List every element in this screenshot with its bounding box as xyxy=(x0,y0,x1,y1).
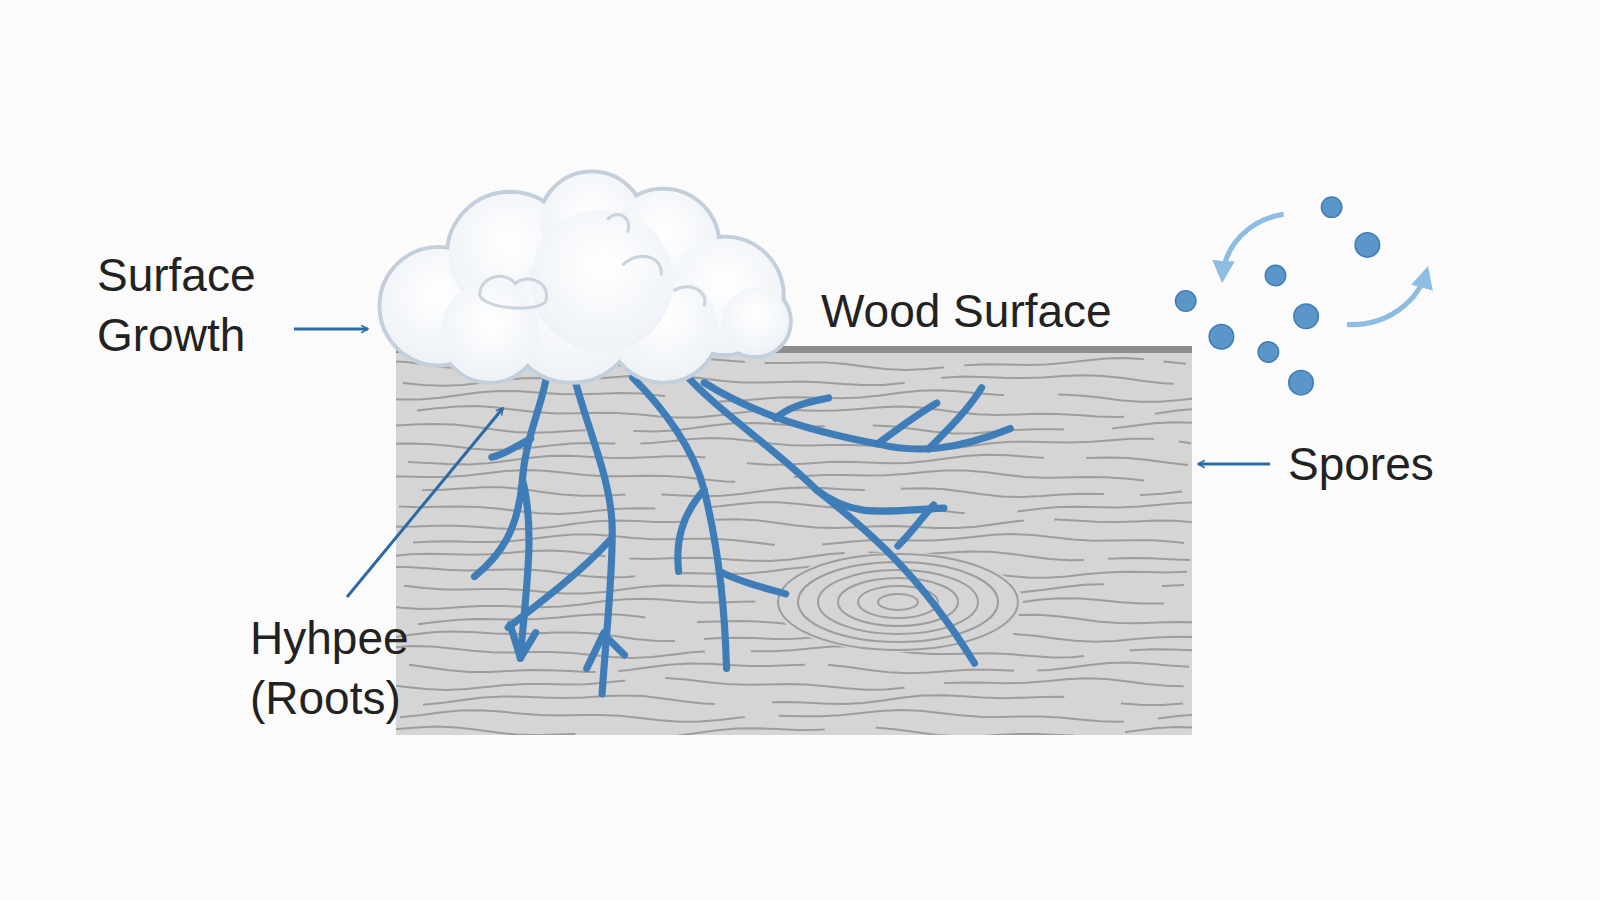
grain-line xyxy=(400,710,1192,722)
grain-line xyxy=(422,487,1182,497)
part-label: Spores xyxy=(1288,434,1488,494)
wood-block xyxy=(396,349,1192,735)
knot-ring xyxy=(818,570,978,634)
grain-line xyxy=(409,663,1189,674)
grain-line xyxy=(423,695,1183,705)
leader-lines xyxy=(294,329,1270,597)
grain-line xyxy=(396,551,1190,561)
knot-ring xyxy=(878,594,918,610)
knot-ring xyxy=(778,554,1018,650)
hyphae xyxy=(474,367,1010,694)
part-label: Surface Growth xyxy=(97,245,327,365)
part-label: Wood Surface xyxy=(821,281,1181,341)
knot-ring xyxy=(798,562,998,642)
grain-line xyxy=(396,678,1186,690)
cycle-arrow xyxy=(1222,214,1283,277)
cycle-arrow xyxy=(1347,271,1427,324)
part-label: Hyhpee (Roots) xyxy=(250,608,470,728)
knot-ring xyxy=(838,578,958,626)
wood-grain xyxy=(396,358,1192,735)
grain-line xyxy=(396,390,1192,402)
grain-line xyxy=(396,470,1185,482)
leader-arrow xyxy=(1198,463,1270,466)
grain-line xyxy=(396,727,1192,735)
leader-arrow xyxy=(347,408,503,597)
spores xyxy=(1176,197,1427,395)
grain-line xyxy=(403,375,1183,386)
leader-arrow xyxy=(294,328,368,331)
mold-cloud xyxy=(380,171,791,382)
